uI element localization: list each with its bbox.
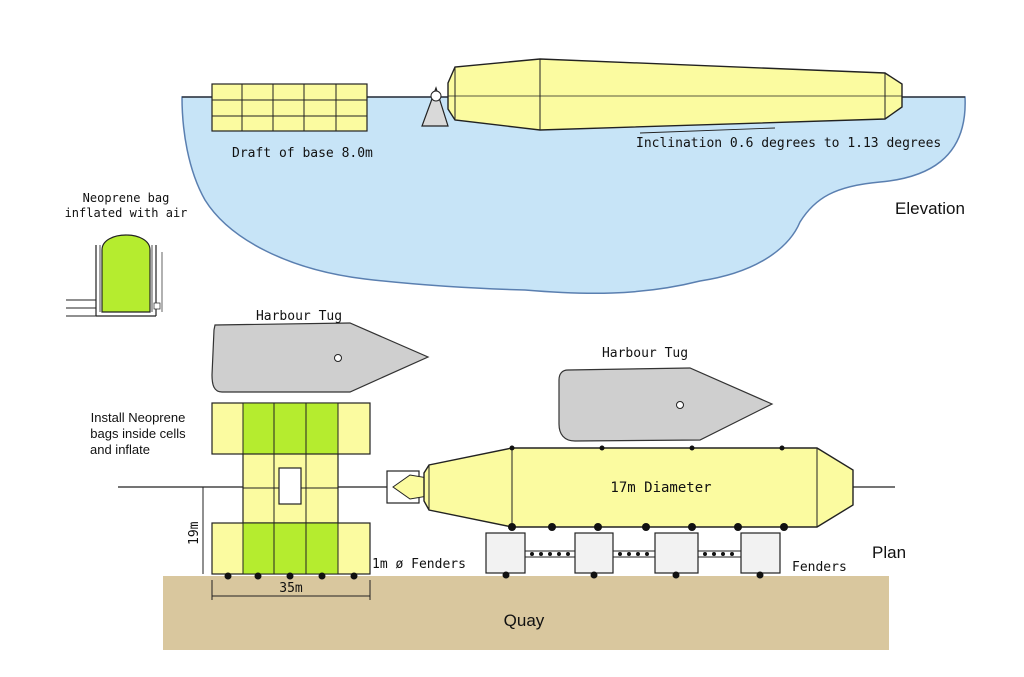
install-label-line1: Install Neoprene <box>91 410 186 425</box>
dim-35m-label: 35m <box>279 581 303 596</box>
inclination-label: Inclination 0.6 degrees to 1.13 degrees <box>636 136 941 151</box>
harbour-tug-1 <box>211 322 430 393</box>
hinge-support <box>421 86 449 127</box>
dim-19m-label: 19m <box>187 521 202 545</box>
install-label-line2: bags inside cells <box>90 426 186 441</box>
plan-label: Plan <box>872 543 906 562</box>
neoprene-label-line2: inflated with air <box>65 206 188 220</box>
diameter-label: 17m Diameter <box>610 480 711 496</box>
draft-label: Draft of base 8.0m <box>232 146 373 161</box>
dimension-19m <box>198 486 243 574</box>
neoprene-label-line1: Neoprene bag <box>83 191 170 205</box>
quay-area <box>163 576 889 650</box>
dimension-35m <box>211 580 371 600</box>
base-caisson-plan <box>211 402 371 580</box>
harbour-tug-2 <box>558 367 774 442</box>
pontoon-elevation <box>447 58 903 134</box>
install-label-line3: and inflate <box>90 442 150 457</box>
elevation-label: Elevation <box>895 199 965 218</box>
fenders-row <box>485 532 781 579</box>
base-caisson-elevation <box>211 83 368 132</box>
connector-box <box>386 470 429 504</box>
fenders-1m-label: 1m ø Fenders <box>372 557 466 572</box>
fenders-label: Fenders <box>792 560 847 575</box>
pontoon-plan <box>423 445 854 531</box>
water-body <box>181 96 966 295</box>
tug-1-label: Harbour Tug <box>256 309 342 324</box>
quay-label: Quay <box>504 611 545 630</box>
tug-2-label: Harbour Tug <box>602 346 688 361</box>
neoprene-bag-detail <box>66 234 163 317</box>
